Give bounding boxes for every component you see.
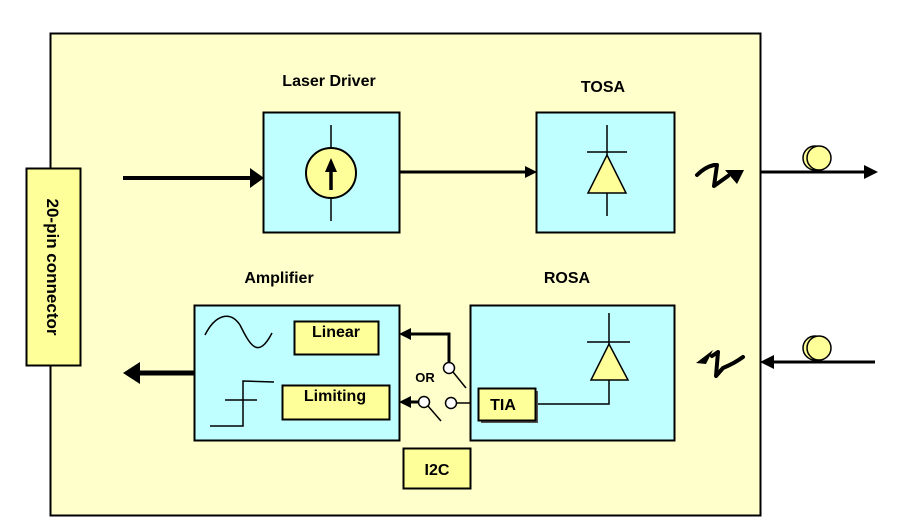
laser-driver-block <box>262 111 401 234</box>
amplifier-block: Linear Limiting <box>193 304 401 442</box>
tosa-title: TOSA <box>581 79 626 96</box>
rosa-title: ROSA <box>544 270 591 287</box>
arrow-laser-driver-to-tosa <box>399 166 537 178</box>
limiting-mode-box <box>281 384 391 421</box>
linear-mode-label: Linear <box>312 324 360 341</box>
photodiode-icon <box>536 313 630 405</box>
fiber-coil-icon <box>802 145 832 171</box>
step-limiting-icon <box>210 380 275 427</box>
current-source-icon <box>305 125 357 221</box>
fiber-coil-icon <box>802 335 832 361</box>
amplifier-title: Amplifier <box>244 270 313 287</box>
arrow-amplifier-to-connector <box>123 362 194 384</box>
fiber-input <box>760 335 875 369</box>
fiber-output <box>760 145 878 179</box>
arrow-connector-to-laser-driver <box>123 168 264 188</box>
connector-20-pin: 20-pin connector <box>25 167 82 367</box>
switch-or-label: OR <box>415 370 435 385</box>
tia-block: TIA <box>477 387 538 423</box>
i2c-block: I2C <box>402 447 472 490</box>
switch-contact-linear <box>442 361 456 375</box>
mode-switch: OR <box>399 328 479 422</box>
switch-contact-limiting <box>417 395 431 409</box>
tosa-block <box>535 111 676 234</box>
i2c-label: I2C <box>425 462 450 479</box>
laser-diode-icon <box>586 125 628 216</box>
optical-reception-icon <box>696 350 745 378</box>
rosa-block: TIA <box>469 304 676 442</box>
sine-wave-icon <box>204 315 273 349</box>
linear-mode-box <box>293 320 380 356</box>
tia-label: TIA <box>490 397 516 414</box>
laser-driver-title: Laser Driver <box>282 73 375 90</box>
limiting-mode-label: Limiting <box>304 388 366 405</box>
switch-common-contact <box>444 396 458 410</box>
connector-label: 20-pin connector <box>43 199 62 336</box>
module-outline <box>49 32 762 517</box>
optical-emission-icon <box>695 163 744 188</box>
